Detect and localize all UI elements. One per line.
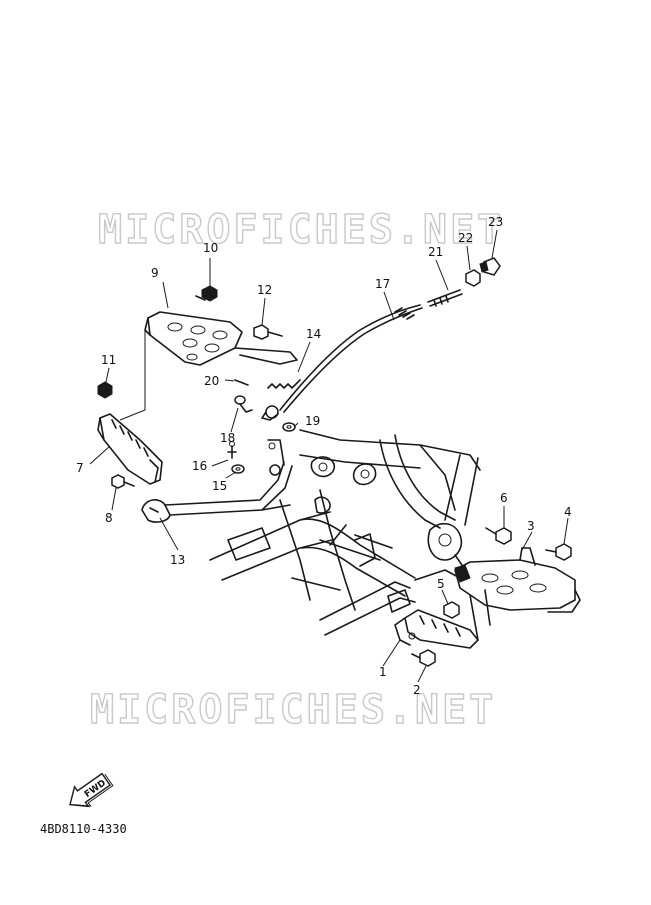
callout-8: 8 [105,511,113,525]
part-11-nut [97,381,113,399]
part-16-pin [227,441,237,459]
part-1-footpeg [394,609,479,649]
callout-16: 16 [192,459,207,473]
bracket-outline [119,330,146,421]
leader-lines [89,229,569,683]
fwd-arrow-icon: FWD [69,772,114,808]
callout-20: 20 [204,374,219,388]
callout-4: 4 [564,505,572,519]
part-23-adjuster [479,257,501,276]
callout-11: 11 [101,353,116,367]
callout-13: 13 [170,553,185,567]
part-17-brake-rod [261,304,423,421]
part-22-nut [465,269,481,287]
callout-3: 3 [527,519,535,533]
diagram-code: 4BD8110-4330 [40,822,127,836]
callout-17: 17 [375,277,390,291]
callout-22: 22 [458,231,473,245]
part-5-nut [443,601,460,619]
part-18-pin [234,395,253,413]
part-12-bolt [253,324,283,340]
callout-10: 10 [203,241,218,255]
part-9-bracket [144,311,298,366]
callout-14: 14 [306,327,321,341]
callout-numbers: 1 2 3 4 5 6 7 8 9 10 11 12 13 14 15 16 1… [76,215,572,697]
callout-6: 6 [500,491,508,505]
watermark-bottom: MICROFICHES.NET [90,687,496,733]
watermark-top: MICROFICHES.NET [98,207,504,253]
frame [209,429,491,641]
part-20-cotter-pin [234,379,249,386]
part-3-right-bracket [454,547,581,613]
callout-21: 21 [428,245,443,259]
callout-23: 23 [488,215,503,229]
callout-1: 1 [379,665,387,679]
callout-19: 19 [305,414,320,428]
callout-15: 15 [212,479,227,493]
callout-9: 9 [151,266,159,280]
part-19-washer [282,422,296,432]
part-6-bolt [485,527,512,545]
part-13-brake-pedal [141,439,293,523]
part-2-bolt [411,649,436,667]
part-8-bolt [111,474,135,489]
callout-18: 18 [220,431,235,445]
callout-7: 7 [76,461,84,475]
part-21-rod-end [427,289,463,307]
callout-12: 12 [257,283,272,297]
part-14-spring [267,379,301,389]
callout-5: 5 [437,577,445,591]
part-7-footpeg [97,413,163,485]
callout-2: 2 [413,683,421,697]
part-4-bolt [545,543,572,561]
part-10-bolt [195,285,218,302]
part-15-washer [231,464,245,474]
